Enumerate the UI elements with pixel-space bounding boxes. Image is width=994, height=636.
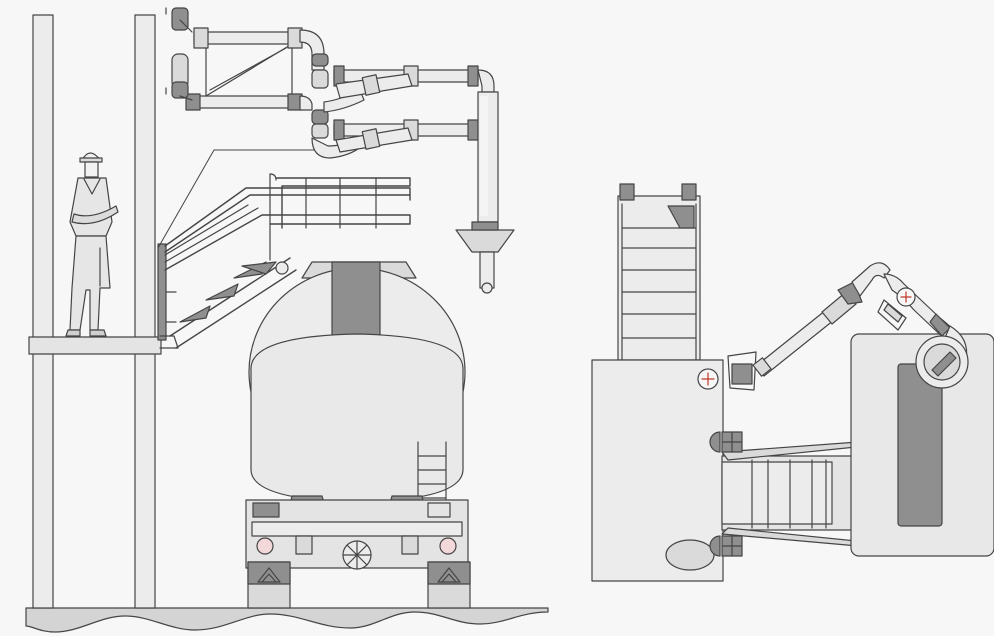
rear-bumper [251, 521, 463, 537]
front-elevation-view [25, 7, 549, 633]
plan-loading-arm [727, 262, 969, 391]
crosshair-icon [697, 368, 719, 390]
column-left [32, 14, 54, 609]
loading-arm [165, 7, 515, 294]
loading-cone [455, 229, 515, 253]
valve-icon [342, 540, 372, 570]
tail-light-right [439, 537, 457, 555]
column-right [134, 14, 156, 609]
ground [25, 607, 549, 633]
plan-gangway [709, 431, 873, 557]
gangway-stair [157, 149, 411, 349]
tail-light-left [256, 537, 274, 555]
top-plan-view [591, 183, 994, 582]
plan-ladder [617, 183, 701, 361]
tank-band [250, 333, 464, 503]
worker-icon [65, 152, 119, 337]
tanker-truck [245, 261, 471, 609]
gangway-post [157, 243, 167, 341]
crosshair-icon [896, 287, 916, 307]
platform-deck [28, 336, 162, 355]
